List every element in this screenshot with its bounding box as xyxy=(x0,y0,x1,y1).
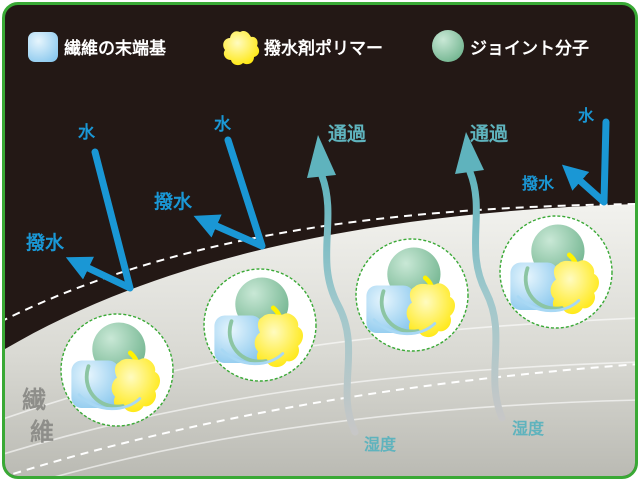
green-sphere-icon xyxy=(432,30,464,62)
vapor-pass-arrow xyxy=(466,168,506,422)
water-repel-arrow xyxy=(193,136,266,250)
vapor-pass-arrowhead xyxy=(307,135,336,178)
label-water-1: 水 xyxy=(78,122,96,143)
label-water-2: 水 xyxy=(214,114,232,135)
yellow-blob-icon xyxy=(223,30,260,66)
label-repel-1: 撥水 xyxy=(26,231,65,254)
label-pass-1: 通過 xyxy=(328,123,367,145)
legend-fiber-end-group: 繊維の末端基 xyxy=(64,38,167,59)
label-pass-2: 通過 xyxy=(470,123,509,145)
label-repel-3: 撥水 xyxy=(522,174,555,193)
label-humidity-2: 湿度 xyxy=(511,419,545,438)
molecule-unit xyxy=(203,268,317,382)
molecule-unit xyxy=(355,238,469,352)
outer-boundary-dashed-line xyxy=(5,203,635,323)
legend-joint-molecule: ジョイント分子 xyxy=(470,39,589,59)
legend-water-repellent-polymer: 撥水剤ポリマー xyxy=(264,38,383,59)
water-repel-arrow xyxy=(65,148,134,292)
molecule-unit xyxy=(60,313,174,427)
vapor-pass-arrowhead xyxy=(455,132,484,174)
label-repel-2: 撥水 xyxy=(154,190,193,213)
inner-boundary-dashed-line xyxy=(5,363,635,476)
water-repel-arrow xyxy=(561,118,610,206)
molecule-unit xyxy=(499,215,613,329)
label-humidity-1: 湿度 xyxy=(363,435,397,454)
vapor-pass-arrow xyxy=(318,172,359,436)
label-water-3: 水 xyxy=(578,106,595,125)
blue-square-icon xyxy=(28,32,58,62)
label-fiber-1: 繊 xyxy=(22,386,46,414)
label-fiber-2: 維 xyxy=(30,418,54,446)
